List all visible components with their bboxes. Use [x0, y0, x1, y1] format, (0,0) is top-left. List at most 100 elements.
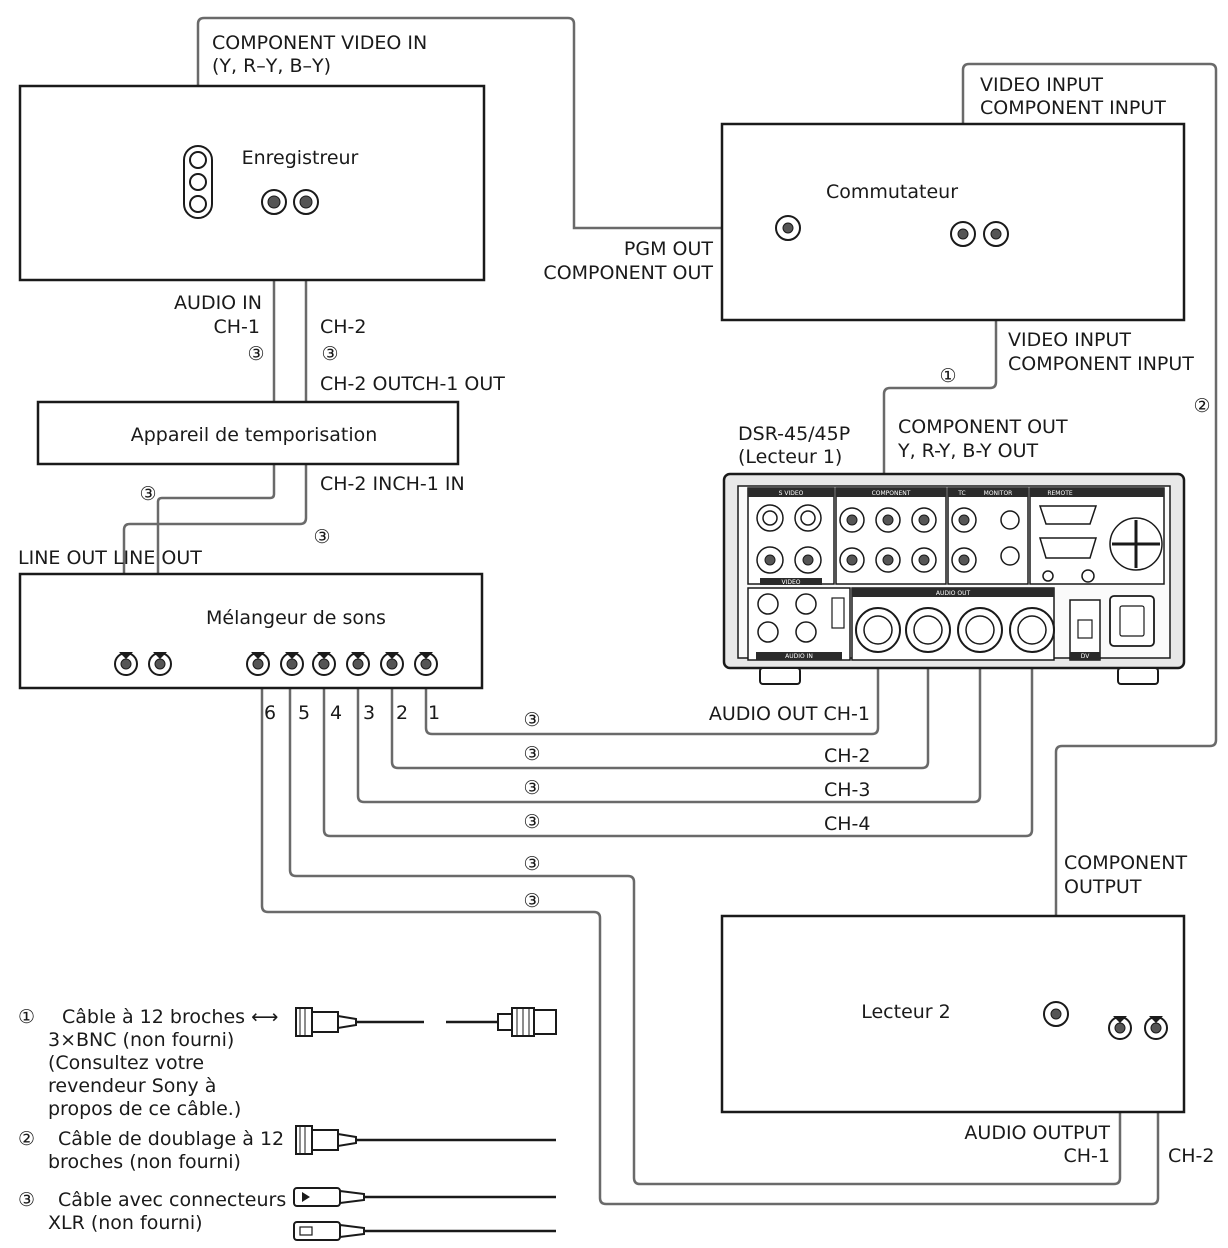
marker-cable-1: ① [939, 365, 956, 387]
label-recorder-ch1: CH-1 [214, 316, 261, 338]
svideo-in-jack-inner [762, 510, 778, 526]
audio-in-ch4-jack[interactable] [795, 621, 817, 643]
mixer-input-2[interactable] [380, 652, 404, 676]
legend-1-line-3: (Consultez votre [48, 1052, 204, 1074]
cable-mixer-6 [260, 678, 1160, 1206]
legend-3-marker: ③ [18, 1189, 35, 1211]
label-recorder-ch2: CH-2 [320, 316, 367, 338]
mixer-input-5[interactable] [280, 652, 304, 676]
svideo-label: S VIDEO [779, 490, 804, 497]
cable-2-component [961, 62, 1218, 1008]
recorder-by-jack[interactable] [189, 195, 207, 213]
marker-cable-2: ② [1193, 395, 1210, 417]
label-mixer-in-6: 6 [264, 702, 276, 724]
monitor-audio-jack[interactable] [1000, 546, 1020, 566]
label-audio-output-ch2: CH-2 [1168, 1145, 1215, 1167]
label-component-out: COMPONENT OUT [898, 416, 1068, 438]
label-out-ch2: CH-2 [824, 745, 871, 767]
player1-rear-panel: S VIDEO VIDEO COMPONENT TC MONITOR [722, 472, 1186, 685]
audio-in-label: AUDIO IN [785, 653, 813, 660]
mixer-input-1[interactable] [414, 652, 438, 676]
cable-delay-ch1-in [156, 465, 276, 650]
player2-audio-ch1-jack[interactable] [1108, 1016, 1132, 1040]
rs232-port[interactable] [1038, 505, 1098, 525]
marker-mixer-3: ③ [523, 777, 540, 799]
player2-title: Lecteur 2 [861, 1001, 951, 1023]
tc-monitor-header [948, 488, 1028, 497]
audio-in-ch1-jack[interactable] [757, 593, 779, 615]
label-video-input-mid: VIDEO INPUT [1008, 329, 1131, 351]
mixer-title: Mélangeur de sons [206, 607, 386, 629]
rs422-port[interactable] [1038, 537, 1098, 559]
label-mixer-in-3: 3 [363, 702, 375, 724]
component-header [836, 488, 946, 497]
mixer-input-6[interactable] [246, 652, 270, 676]
video-in-jack-core [764, 554, 776, 566]
tc-in-core [958, 514, 970, 526]
player1-foot-left [759, 667, 801, 685]
label-out-ch3: CH-3 [824, 779, 871, 801]
component-label: COMPONENT [872, 490, 911, 497]
marker-recorder-ch1: ③ [247, 343, 264, 365]
label-audio-output: AUDIO OUTPUT [964, 1122, 1110, 1144]
remote-header [1030, 488, 1164, 497]
recorder-y-jack[interactable] [189, 151, 207, 169]
label-component-output: COMPONENT [1064, 852, 1187, 874]
mixer-line-out-left[interactable] [114, 652, 138, 676]
recorder-title: Enregistreur [242, 147, 359, 169]
label-component-input-mid: COMPONENT INPUT [1008, 353, 1194, 375]
recorder-audio-ch1-jack-core [267, 195, 281, 209]
cable-1-component [882, 238, 998, 505]
labels: COMPONENT VIDEO IN (Y, R–Y, B–Y) VIDEO I… [18, 32, 1215, 1167]
label-mixer-in-2: 2 [396, 702, 408, 724]
cable-mixer-4 [322, 650, 1034, 838]
legend-1-connector-bnc-icon [446, 1007, 557, 1037]
cable-pgm-to-recorder [196, 16, 786, 230]
recorder-audio-ch2-jack-core [299, 195, 313, 209]
xlr-out-ch3-inner [965, 615, 995, 645]
lanc-jack[interactable] [1042, 570, 1054, 582]
audio-in-ch2-jack[interactable] [757, 621, 779, 643]
label-player1-name: (Lecteur 1) [738, 446, 842, 468]
delay-title: Appareil de temporisation [131, 424, 378, 446]
monitor-video-jack[interactable] [1000, 510, 1020, 530]
mixer-line-out-right[interactable] [148, 652, 172, 676]
label-player1-model: DSR-45/45P [738, 423, 850, 445]
component-in-y-core [846, 514, 858, 526]
marker-mixer-1: ③ [523, 709, 540, 731]
label-component-video-in: COMPONENT VIDEO IN [212, 32, 427, 54]
dv-header [1070, 652, 1100, 660]
svideo-header [748, 488, 834, 497]
audio-level-switch[interactable] [831, 597, 845, 629]
marker-recorder-ch2: ③ [321, 343, 338, 365]
player2-box [720, 914, 1186, 1114]
component-out-ry-core [882, 554, 894, 566]
audio-in-ch3-jack[interactable] [795, 593, 817, 615]
switcher-input-b-jack-core [990, 228, 1002, 240]
marker-mixer-5: ③ [523, 853, 540, 875]
cable-markers: ③ ③ ③ ③ ① ② ③ ③ ③ ③ ③ ③ [139, 343, 1210, 912]
player2-audio-ch2-jack[interactable] [1144, 1016, 1168, 1040]
marker-delay-ch1-in: ③ [139, 483, 156, 505]
marker-mixer-6: ③ [523, 890, 540, 912]
label-audio-in: AUDIO IN [174, 292, 262, 314]
xlr-out-ch2-inner [913, 615, 943, 645]
recorder-ry-jack[interactable] [189, 173, 207, 191]
video-out-jack-core [802, 554, 814, 566]
legend-1-connector-12pin-icon [295, 1007, 424, 1037]
label-component-output-sub: OUTPUT [1064, 876, 1142, 898]
svideo-out-jack-inner [800, 510, 816, 526]
mixer-input-3[interactable] [346, 652, 370, 676]
legend-3-xlr-female-icon [293, 1221, 556, 1241]
cable-delay-ch2-in [122, 465, 308, 650]
mixer-input-4[interactable] [312, 652, 336, 676]
dv-port[interactable] [1077, 619, 1093, 639]
xlr-out-ch1-inner [863, 615, 893, 645]
label-component-out-switch: COMPONENT OUT [543, 262, 713, 284]
switcher-device: Commutateur [720, 122, 1186, 322]
label-mixer-in-5: 5 [298, 702, 310, 724]
input-jack[interactable] [1081, 569, 1095, 583]
marker-delay-ch2-in: ③ [313, 526, 330, 548]
label-audio-out-ch1: AUDIO OUT CH-1 [709, 703, 870, 725]
